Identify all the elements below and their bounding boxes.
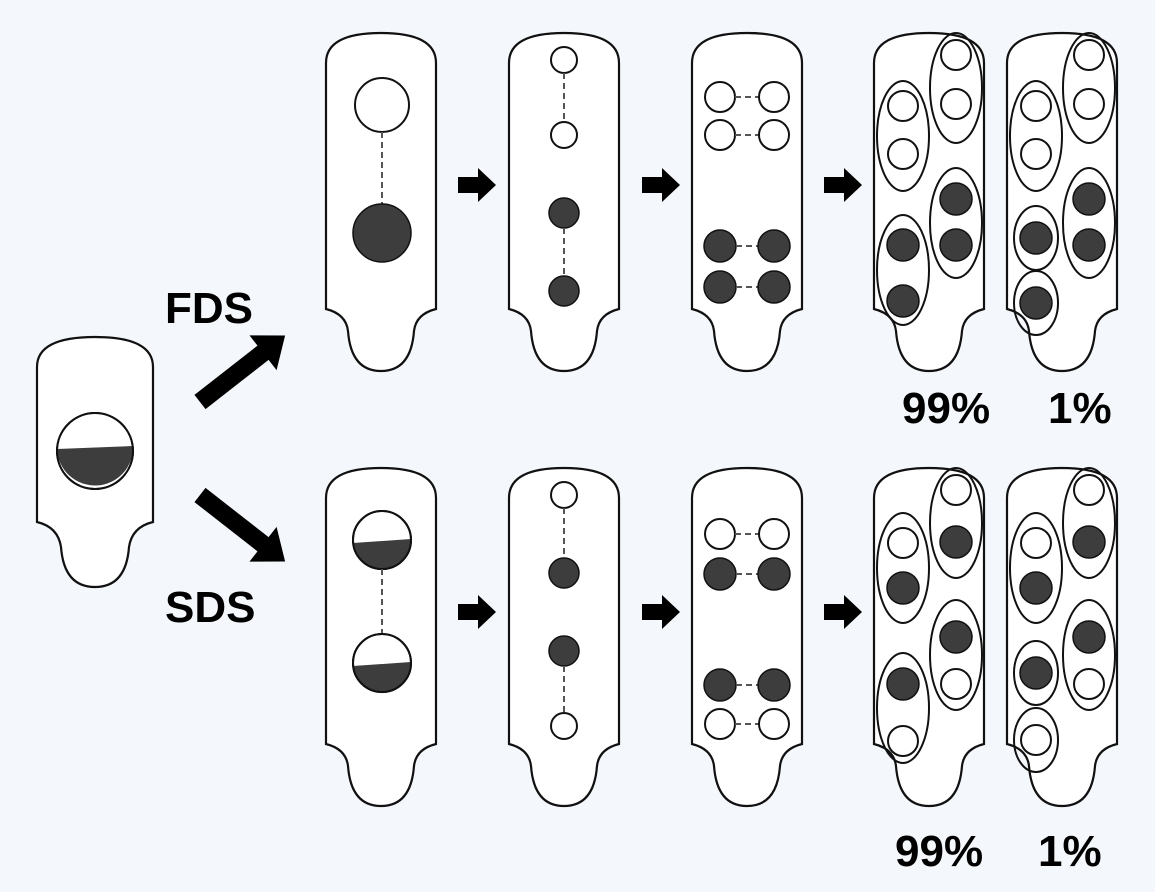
fds-frequency-1: 1% bbox=[1048, 384, 1112, 433]
sds-cell-2 bbox=[507, 466, 621, 808]
step-arrow-top-1 bbox=[458, 168, 496, 202]
initial-chromosome bbox=[56, 412, 134, 490]
fds-cell-3 bbox=[690, 31, 804, 373]
sds-cell-5 bbox=[1005, 466, 1119, 808]
sds-cell-4 bbox=[872, 466, 986, 808]
step-arrow-bottom-1 bbox=[458, 595, 496, 629]
sds-label: SDS bbox=[165, 583, 255, 632]
fds-cell-4 bbox=[872, 31, 986, 373]
fds-label: FDS bbox=[165, 284, 253, 333]
step-arrow-top-3 bbox=[824, 168, 862, 202]
fds-cell-5 bbox=[1005, 31, 1119, 373]
sds-cell-3 bbox=[690, 466, 804, 808]
sds-half-chromosome-bottom bbox=[352, 633, 412, 694]
sds-cell-1 bbox=[324, 466, 438, 808]
step-arrow-bottom-3 bbox=[824, 595, 862, 629]
fds-cell-2 bbox=[507, 31, 621, 373]
initial-cell bbox=[35, 335, 155, 589]
sds-half-chromosome-top bbox=[352, 510, 412, 571]
sds-arrow bbox=[194, 487, 286, 562]
step-arrow-bottom-2 bbox=[642, 595, 680, 629]
fds-frequency-99: 99% bbox=[902, 384, 990, 433]
sds-frequency-99: 99% bbox=[895, 827, 983, 876]
fds-cell-1 bbox=[324, 31, 438, 373]
sds-frequency-1: 1% bbox=[1038, 827, 1102, 876]
step-arrow-top-2 bbox=[642, 168, 680, 202]
fds-arrow bbox=[194, 335, 286, 410]
